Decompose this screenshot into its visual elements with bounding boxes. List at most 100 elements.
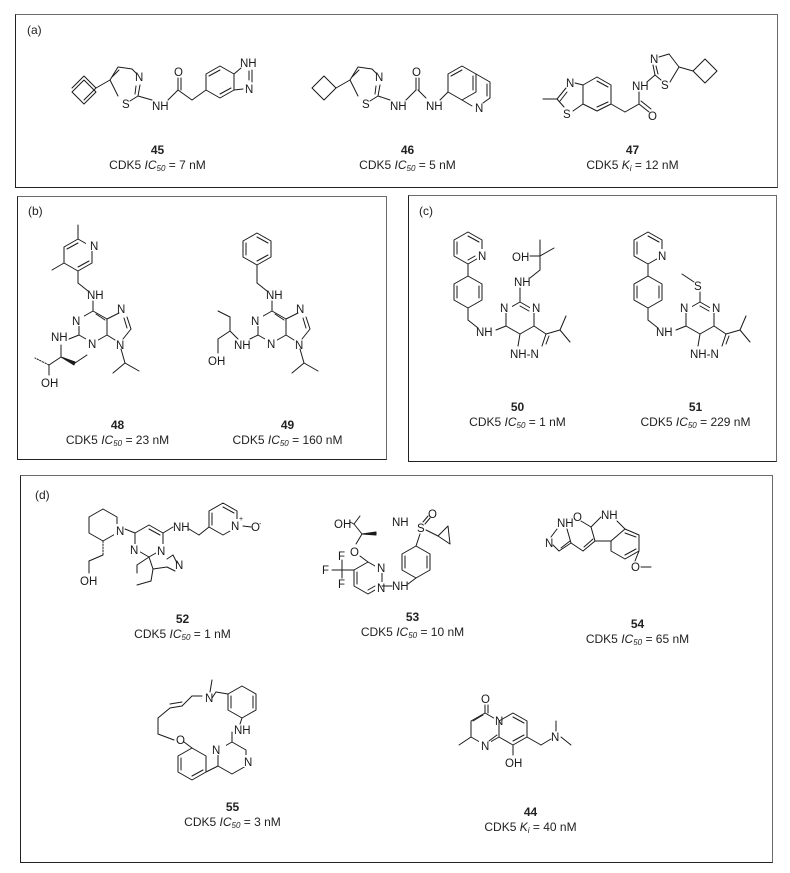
svg-text:NH: NH (514, 277, 531, 289)
compound-number: 44 (523, 805, 538, 819)
activity-value: CDK5 IC50 = 229 nM (640, 415, 751, 430)
compound-55-caption: 55 CDK5 IC50 = 3 nM (170, 800, 295, 833)
svg-text:O: O (174, 67, 183, 79)
svg-text:F: F (322, 565, 329, 577)
svg-text:N: N (231, 521, 239, 533)
compound-48-caption: 48 CDK5 IC50 = 23 nM (55, 418, 180, 451)
activity-value: CDK5 IC50 = 7 nM (109, 158, 206, 173)
structure-53: OH O N N F F F NH S NH O (322, 509, 451, 595)
svg-text:OH: OH (505, 758, 522, 770)
svg-text:OH: OH (208, 356, 225, 368)
svg-text:O: O (631, 562, 640, 574)
svg-text:O: O (648, 111, 657, 123)
svg-text:-: - (259, 521, 262, 528)
svg-text:S: S (563, 109, 571, 121)
svg-text:N: N (658, 251, 666, 263)
activity-value: CDK5 IC50 = 10 nM (360, 625, 465, 640)
panel-c: (c) (408, 195, 777, 462)
structure-47: N S O NH N S (542, 53, 718, 123)
svg-text:NH: NH (392, 581, 409, 593)
svg-text:O: O (428, 509, 437, 521)
svg-text:N: N (377, 563, 385, 575)
svg-text:O: O (176, 735, 185, 747)
svg-text:NH-N: NH-N (510, 349, 539, 361)
activity-value: CDK5 Ki = 40 nM (484, 820, 577, 835)
svg-text:OH: OH (41, 378, 58, 390)
svg-text:N: N (157, 546, 165, 558)
svg-text:N: N (205, 693, 213, 705)
compound-50-caption: 50 CDK5 IC50 = 1 nM (455, 400, 580, 433)
svg-text:N: N (244, 757, 252, 769)
compound-51-caption: 51 CDK5 IC50 = 229 nM (628, 400, 763, 433)
svg-text:NH: NH (557, 518, 574, 530)
structure-51: N NH N N S NH-N (633, 231, 751, 361)
svg-text:NH: NH (240, 58, 257, 70)
svg-text:N: N (212, 745, 220, 757)
svg-text:S: S (122, 99, 130, 111)
compound-number: 45 (150, 143, 165, 157)
svg-text:S: S (661, 80, 669, 92)
svg-text:N: N (532, 303, 540, 315)
svg-text:N: N (551, 732, 559, 744)
svg-text:N: N (566, 78, 574, 90)
compound-49-caption: 49 CDK5 IC50 = 160 nM (220, 418, 355, 451)
structure-50: N NH N N NH OH NH-N (453, 231, 571, 361)
svg-text:N: N (251, 316, 259, 328)
svg-text:NH-N: NH-N (690, 349, 719, 361)
compound-number: 51 (688, 400, 703, 414)
structure-48: N NH N N N N NH OH (34, 224, 140, 390)
svg-text:NH: NH (51, 332, 68, 344)
compound-number: 49 (280, 418, 295, 432)
compound-number: 53 (405, 610, 420, 624)
svg-text:O: O (573, 512, 582, 524)
svg-text:OH: OH (334, 519, 351, 531)
svg-text:NH: NH (234, 340, 251, 352)
svg-text:NH: NH (426, 101, 443, 113)
svg-text:N: N (478, 251, 486, 263)
panel-label-b: (b) (28, 204, 43, 218)
compound-number: 54 (630, 617, 645, 631)
svg-text:S: S (694, 281, 702, 293)
structure-55: N O N N NH (157, 679, 257, 781)
svg-text:N: N (245, 84, 253, 96)
svg-text:O: O (350, 547, 359, 559)
compound-number: 52 (175, 612, 190, 626)
structure-54: NH N O NH O (545, 510, 652, 574)
svg-text:+: + (239, 516, 243, 523)
compound-number: 47 (625, 143, 640, 157)
svg-text:OH: OH (512, 252, 529, 264)
svg-text:NH: NH (601, 510, 618, 522)
svg-text:N: N (481, 741, 489, 753)
panel-label-a: (a) (27, 23, 42, 37)
svg-text:O: O (251, 522, 260, 534)
svg-text:N: N (377, 583, 385, 595)
svg-text:N: N (650, 54, 658, 66)
structure-46: N S NH O NH N (311, 65, 491, 115)
svg-text:N: N (117, 304, 125, 316)
svg-text:O: O (481, 694, 490, 706)
panel-a: (a) (15, 14, 778, 188)
svg-text:N: N (116, 340, 124, 352)
compound-54-caption: 54 CDK5 IC50 = 65 nM (575, 617, 700, 650)
svg-text:N: N (135, 72, 143, 84)
panel-label-d: (d) (35, 488, 50, 502)
svg-text:N: N (88, 339, 96, 351)
structure-45: N S NH O NH N (71, 58, 257, 113)
svg-text:N: N (267, 339, 275, 351)
svg-text:N: N (500, 303, 508, 315)
svg-text:NH: NH (392, 517, 409, 529)
structure-44: O N N OH N (458, 694, 572, 770)
svg-text:N: N (680, 303, 688, 315)
compound-53-caption: 53 CDK5 IC50 = 10 nM (350, 610, 475, 643)
panel-d: (d) (20, 475, 773, 863)
svg-text:OH: OH (80, 576, 97, 588)
svg-text:S: S (362, 99, 370, 111)
svg-text:NH: NH (656, 327, 673, 339)
svg-text:S: S (417, 523, 425, 535)
activity-value: CDK5 IC50 = 160 nM (232, 433, 343, 448)
svg-text:NH: NH (234, 725, 251, 737)
activity-value: CDK5 IC50 = 23 nM (65, 433, 170, 448)
svg-text:N: N (72, 316, 80, 328)
svg-text:N: N (295, 340, 303, 352)
activity-value: CDK5 IC50 = 5 nM (359, 158, 456, 173)
